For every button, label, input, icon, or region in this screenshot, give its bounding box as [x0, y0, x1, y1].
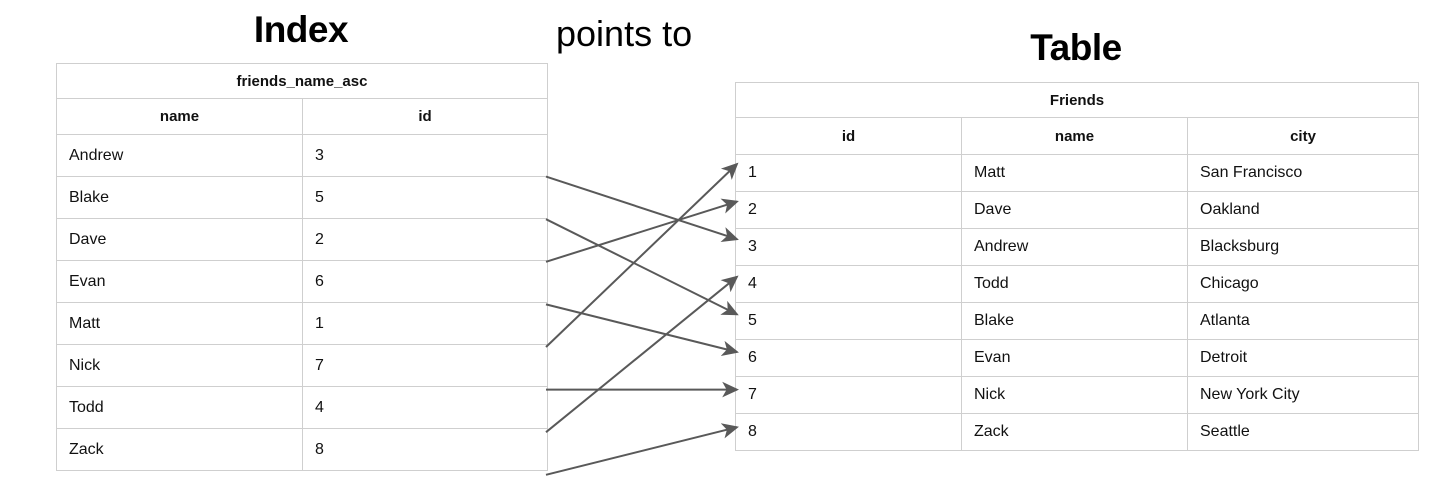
friends-column-header-name: name [961, 117, 1188, 155]
friends-cell-name: Nick [961, 376, 1188, 414]
friends-cell-id: 5 [735, 302, 962, 340]
index-cell-id: 5 [302, 176, 548, 219]
table-row: 4 Todd Chicago [735, 265, 1420, 303]
index-cell-name: Nick [56, 344, 303, 387]
index-row: Blake 5 [56, 176, 548, 219]
friends-cell-city: Chicago [1186, 265, 1420, 303]
index-cell-name: Dave [56, 218, 303, 261]
index-panel-title: Index [253, 9, 349, 50]
index-column-header-row: name id [56, 98, 548, 135]
index-row: Zack 8 [56, 428, 548, 471]
index-cell-id: 2 [302, 218, 548, 261]
pointer-arrow-Blake-to-5 [545, 218, 739, 316]
table-row: 5 Blake Atlanta [735, 302, 1420, 340]
index-cell-id: 7 [302, 344, 548, 387]
friends-cell-city: Detroit [1186, 339, 1420, 377]
index-cell-id: 8 [302, 428, 548, 471]
index-column-header-id: id [302, 98, 548, 135]
friends-column-header-city: city [1186, 117, 1420, 155]
friends-cell-name: Zack [961, 413, 1188, 451]
index-cell-name: Matt [56, 302, 303, 345]
friends-cell-id: 3 [735, 228, 962, 266]
pointer-arrow-Evan-to-6 [545, 303, 739, 356]
friends-cell-name: Evan [961, 339, 1188, 377]
friends-table-name-row: Friends [734, 82, 1420, 118]
pointer-arrow-Todd-to-4 [545, 275, 739, 433]
index-row: Todd 4 [56, 386, 548, 429]
index-cell-name: Zack [56, 428, 303, 471]
table-panel-title: Table [1030, 27, 1122, 68]
index-cell-name: Evan [56, 260, 303, 303]
friends-cell-id: 1 [735, 154, 962, 192]
index-row: Evan 6 [56, 260, 548, 303]
index-row: Nick 7 [56, 344, 548, 387]
table-row: 1 Matt San Francisco [735, 154, 1420, 192]
pointer-arrow-Dave-to-2 [545, 198, 739, 263]
table-row: 3 Andrew Blacksburg [735, 228, 1420, 266]
friends-cell-city: Atlanta [1186, 302, 1420, 340]
friends-cell-city: San Francisco [1186, 154, 1420, 192]
table-row: 8 Zack Seattle [735, 413, 1420, 451]
index-table-name: friends_name_asc [56, 63, 548, 99]
index-row: Andrew 3 [56, 134, 548, 177]
friends-cell-id: 7 [735, 376, 962, 414]
index-cell-id: 1 [302, 302, 548, 345]
index-cell-name: Andrew [56, 134, 303, 177]
table-row: 7 Nick New York City [735, 376, 1420, 414]
friends-cell-name: Blake [961, 302, 1188, 340]
friends-cell-name: Dave [961, 191, 1188, 229]
friends-table-name: Friends [734, 82, 1420, 118]
index-cell-name: Blake [56, 176, 303, 219]
index-row: Dave 2 [56, 218, 548, 261]
friends-table: Friends id name city 1 Matt San Francisc… [734, 82, 1420, 451]
pointer-arrow-Zack-to-8 [545, 423, 739, 476]
points-to-label: points to [556, 13, 693, 54]
index-table: friends_name_asc name id Andrew 3 Blake … [56, 63, 548, 471]
pointer-arrow-Andrew-to-3 [545, 175, 739, 243]
index-cell-id: 4 [302, 386, 548, 429]
friends-column-header-row: id name city [735, 117, 1420, 155]
friends-cell-city: Seattle [1186, 413, 1420, 451]
index-table-name-row: friends_name_asc [56, 63, 548, 99]
index-cell-id: 3 [302, 134, 548, 177]
index-column-header-name: name [56, 98, 303, 135]
index-row: Matt 1 [56, 302, 548, 345]
friends-cell-name: Todd [961, 265, 1188, 303]
table-row: 6 Evan Detroit [735, 339, 1420, 377]
friends-cell-city: Blacksburg [1186, 228, 1420, 266]
friends-cell-city: Oakland [1186, 191, 1420, 229]
friends-cell-name: Andrew [961, 228, 1188, 266]
friends-cell-id: 2 [735, 191, 962, 229]
index-cell-id: 6 [302, 260, 548, 303]
table-row: 2 Dave Oakland [735, 191, 1420, 229]
index-cell-name: Todd [56, 386, 303, 429]
friends-cell-id: 4 [735, 265, 962, 303]
friends-cell-id: 6 [735, 339, 962, 377]
pointer-arrow-Matt-to-1 [545, 162, 739, 348]
friends-cell-id: 8 [735, 413, 962, 451]
friends-column-header-id: id [735, 117, 962, 155]
friends-cell-name: Matt [961, 154, 1188, 192]
friends-cell-city: New York City [1186, 376, 1420, 414]
